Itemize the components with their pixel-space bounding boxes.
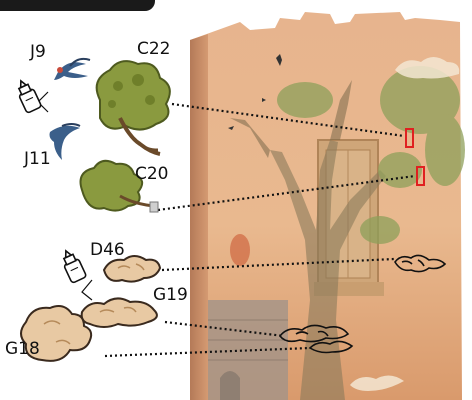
label-c20: C20 bbox=[135, 166, 169, 183]
lantern-glow bbox=[230, 234, 250, 266]
label-g19: G19 bbox=[153, 287, 188, 304]
piece-c22-foliage bbox=[97, 61, 170, 154]
label-j11: J11 bbox=[24, 151, 51, 168]
piece-j11-swallow bbox=[50, 124, 81, 160]
wall-arch bbox=[220, 371, 240, 400]
glue-bottle-icon bbox=[59, 248, 87, 284]
label-j9: J9 bbox=[30, 44, 46, 61]
label-d46: D46 bbox=[90, 242, 125, 259]
label-c22: C22 bbox=[137, 41, 171, 58]
piece-g19-cloud bbox=[82, 298, 157, 327]
background-board bbox=[190, 12, 465, 400]
glue-bottle-icon bbox=[14, 78, 42, 114]
board-side-edge bbox=[190, 34, 208, 400]
piece-j9-swallow bbox=[54, 59, 90, 80]
label-g18: G18 bbox=[5, 341, 40, 358]
